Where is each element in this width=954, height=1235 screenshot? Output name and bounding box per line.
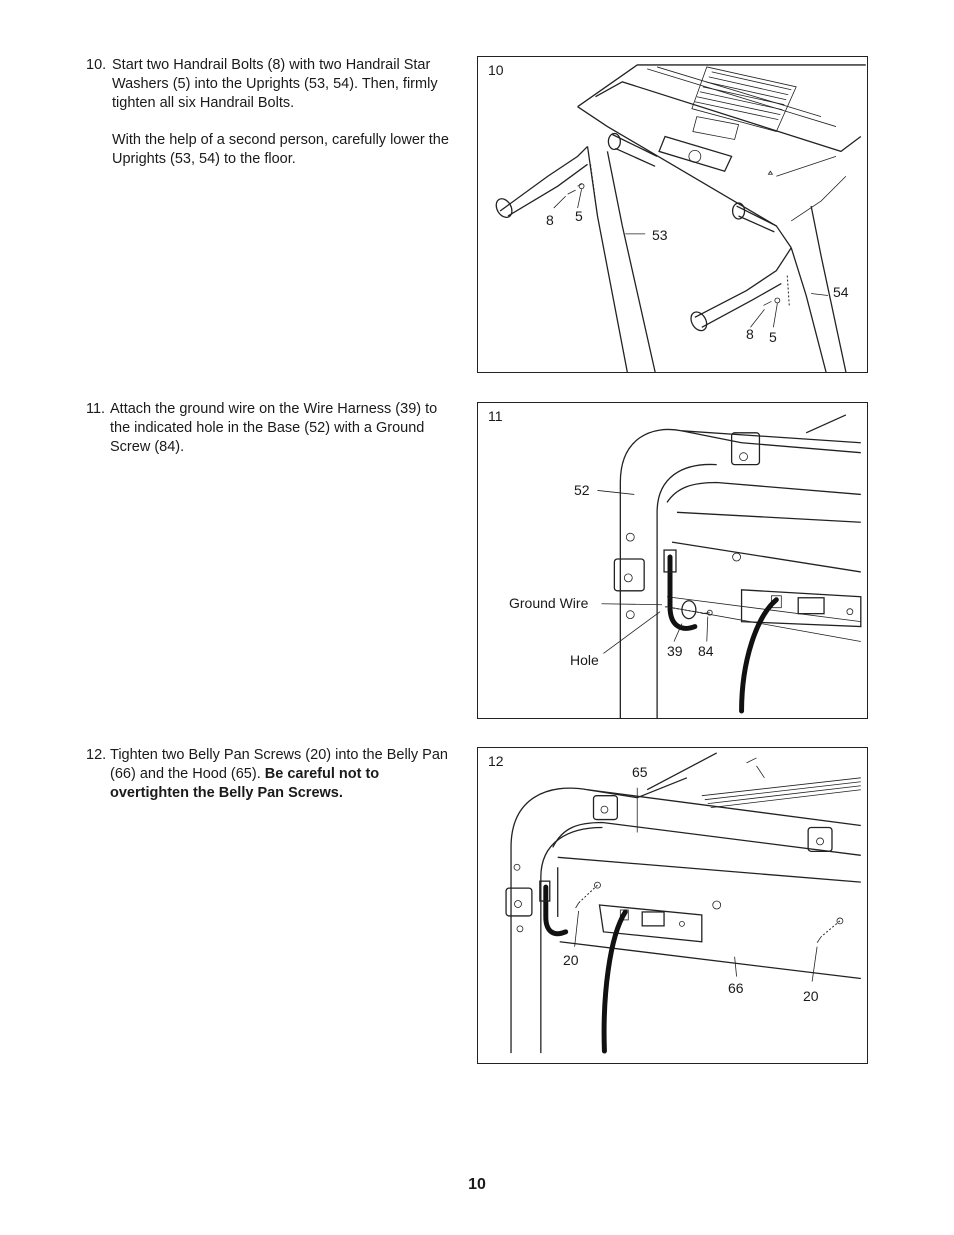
page-number: 10: [468, 1176, 486, 1193]
callout-65: 65: [632, 764, 648, 780]
step-paragraph: With the help of a second person, carefu…: [112, 132, 449, 167]
step-11: 11. Attach the ground wire on the Wire H…: [86, 400, 458, 475]
step-text: Tighten two Belly Pan Screws (20) into t…: [110, 747, 448, 782]
callout-8: 8: [746, 326, 754, 342]
callout-5: 5: [769, 329, 777, 345]
step-10: 10. Start two Handrail Bolts (8) with tw…: [86, 56, 458, 187]
step-number: 12.: [86, 747, 107, 763]
callout-66: 66: [728, 980, 744, 996]
callout-5: 5: [575, 208, 583, 224]
step-number: 10.: [86, 57, 107, 73]
callout-20: 20: [563, 952, 579, 968]
figure-12-illustration: [505, 752, 861, 1054]
step-12: 12. Tighten two Belly Pan Screws (20) in…: [86, 746, 458, 821]
callout-8: 8: [546, 212, 554, 228]
callout-52: 52: [574, 482, 590, 498]
figure-11-illustration: [597, 414, 862, 718]
figure-11: 11 52 Ground Wire Hole 39 84: [477, 402, 868, 719]
step-paragraph: Start two Handrail Bolts (8) with two Ha…: [112, 57, 438, 111]
callout-53: 53: [652, 227, 668, 243]
step-number: 11.: [86, 401, 106, 417]
step-caution: Be careful not to overtighten the Belly …: [110, 766, 380, 801]
figure-10: 10 8 5 53 54 8 5: [477, 56, 868, 373]
figure-number: 11: [488, 408, 503, 424]
figure-number: 12: [488, 753, 504, 769]
callout-ground-wire: Ground Wire: [509, 595, 589, 611]
callout-20: 20: [803, 988, 819, 1004]
callout-54: 54: [833, 284, 849, 300]
callout-84: 84: [698, 643, 714, 659]
figure-12: 12 65 20 66 20: [477, 747, 868, 1064]
callout-39: 39: [667, 643, 683, 659]
step-paragraph: Attach the ground wire on the Wire Harne…: [110, 401, 438, 455]
figure-10-illustration: [495, 64, 866, 372]
figure-number: 10: [488, 62, 504, 78]
callout-hole: Hole: [570, 652, 599, 668]
